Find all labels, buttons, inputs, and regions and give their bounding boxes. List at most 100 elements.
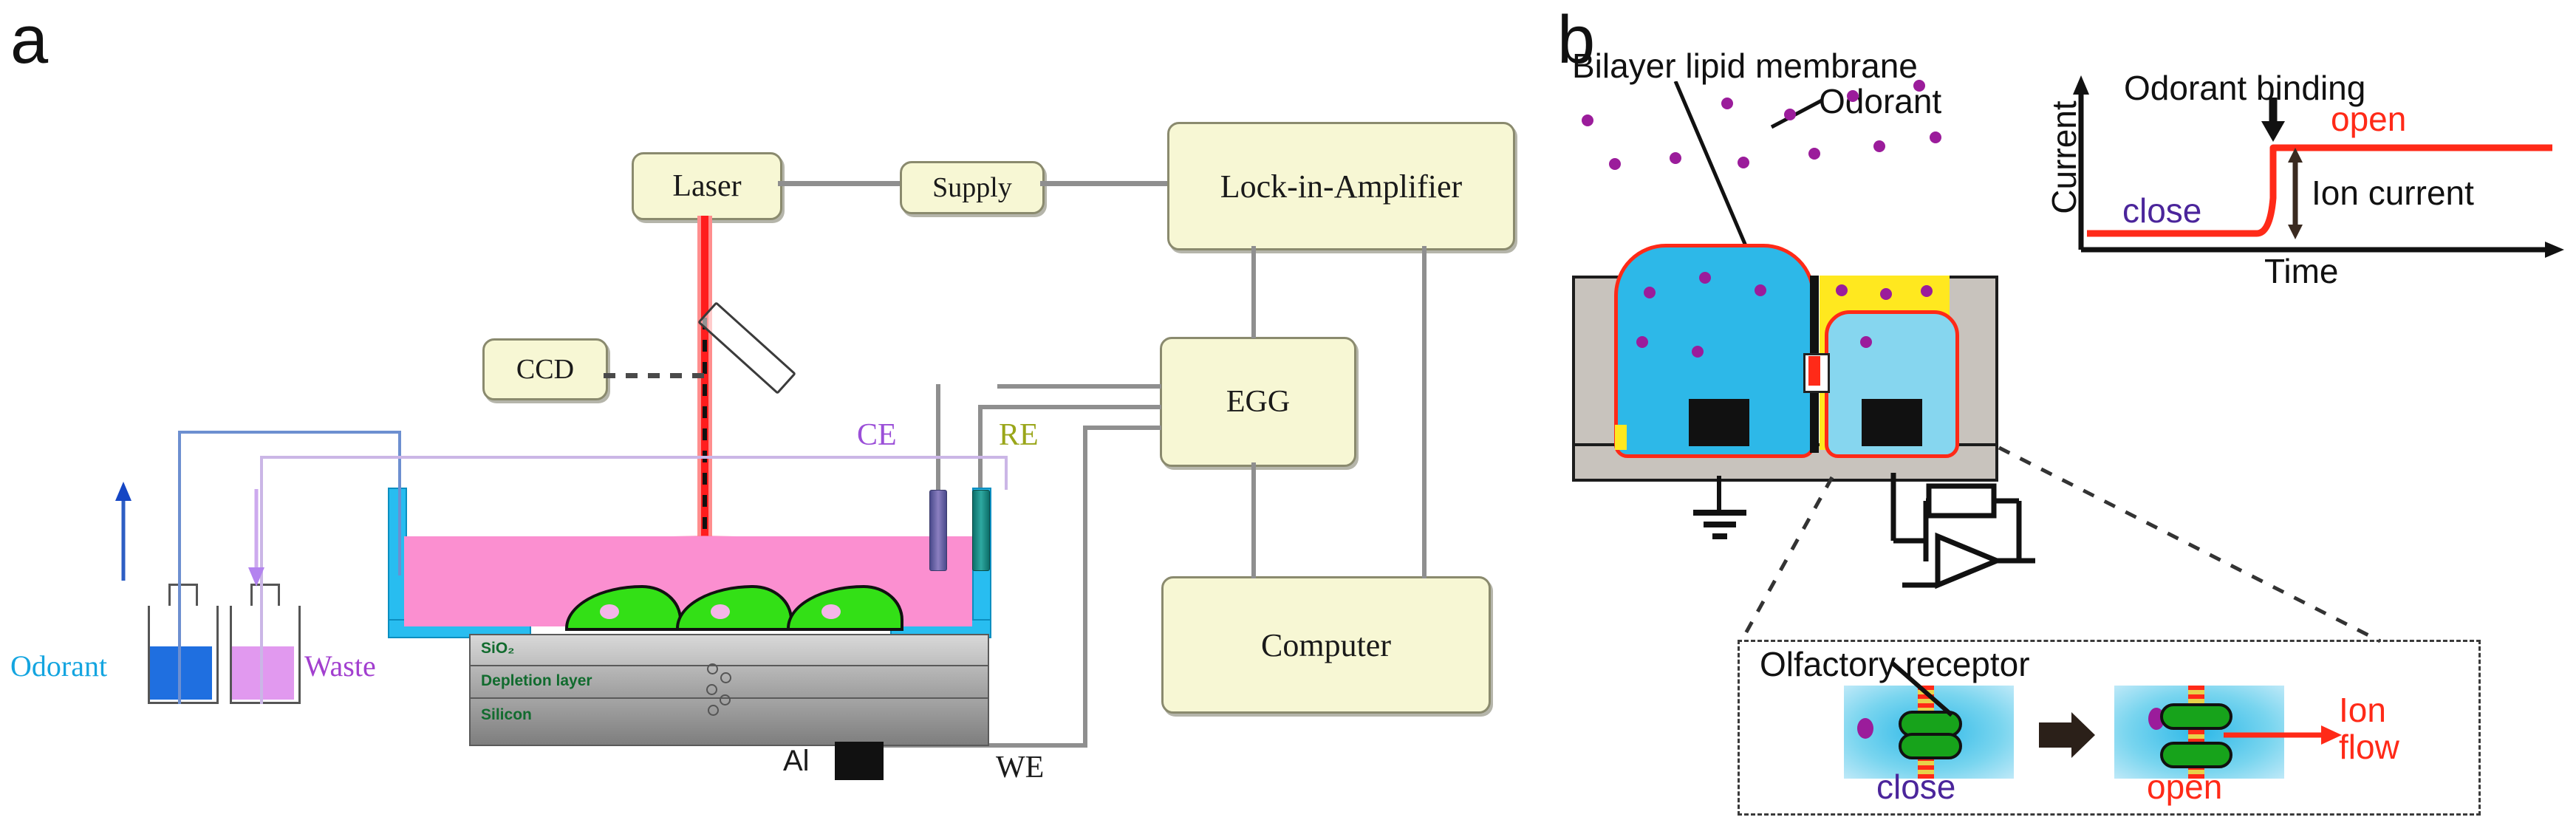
al-back-contact — [835, 742, 884, 780]
wire-supply-lockin — [1040, 181, 1167, 186]
wire-laser-supply — [778, 181, 900, 186]
computer-box[interactable]: Computer — [1161, 576, 1491, 714]
wire-we-egg — [1083, 426, 1161, 430]
odorant-dot — [1913, 80, 1925, 92]
odorant-dot — [1836, 284, 1848, 296]
odorant-dot — [1636, 336, 1648, 348]
al-label: Al — [783, 745, 810, 777]
olfactory-receptor-inset — [1738, 640, 2481, 816]
substrate-silicon-label: Silicon — [481, 706, 532, 723]
laser-label: Laser — [672, 169, 742, 203]
odorant-dot — [1692, 346, 1704, 358]
receptor-open-state — [2114, 686, 2284, 779]
receptor-subunit-top-open — [2160, 703, 2232, 730]
laser-box[interactable]: Laser — [632, 152, 782, 220]
supply-label: Supply — [932, 172, 1012, 203]
odorant-dot — [1609, 158, 1621, 170]
chart-open-label: open — [2331, 100, 2407, 138]
substrate-silicon-layer: Silicon — [469, 697, 989, 746]
receptor-closed-state — [1844, 686, 2014, 779]
odorant-dot — [1784, 109, 1796, 120]
ground-icon — [1692, 510, 1748, 546]
re-label: RE — [999, 418, 1039, 452]
panel-a-letter: a — [10, 2, 49, 78]
ion-flow-label-line1: Ion — [2339, 691, 2386, 729]
receptor-subunit-bottom-open — [2160, 742, 2232, 768]
computer-label: Computer — [1261, 626, 1391, 663]
reference-electrode[interactable] — [972, 490, 990, 571]
beam-splitter-mirror — [697, 301, 796, 394]
odorant-dot — [1860, 336, 1872, 348]
odorant-fluid — [150, 646, 212, 700]
laser-beam-axis-dash — [703, 318, 707, 539]
cell-3-nucleus — [821, 604, 841, 619]
electrode-right[interactable] — [1862, 399, 1922, 446]
odorant-label: Odorant — [10, 649, 108, 683]
receptor-leader-line — [1891, 662, 1953, 717]
tube-odorant-riser — [178, 431, 181, 704]
odorant-dot — [1721, 98, 1733, 109]
we-label: WE — [996, 751, 1045, 785]
waste-fluid — [232, 646, 294, 700]
odorant-dot — [1857, 718, 1873, 739]
tube-odorant-top — [178, 431, 401, 434]
tube-waste-top — [260, 456, 1008, 459]
bilayer-membrane-annotation: Bilayer lipid membrane — [1572, 47, 1918, 85]
substrate-depletion-layer: Depletion layer — [469, 665, 989, 700]
odorant-flow-arrow-icon — [112, 479, 134, 586]
inset-zoom-leaders — [1738, 445, 2382, 644]
cell-2-nucleus — [711, 604, 730, 619]
odorant-dot — [1847, 90, 1859, 102]
wire-ce-corner — [997, 384, 1002, 389]
receptor-open-label: open — [2147, 768, 2223, 806]
wire-lockin-egg — [1251, 246, 1256, 338]
odorant-dot — [1670, 152, 1681, 164]
ion-flow-arrow-icon — [2224, 725, 2342, 745]
cell-1-nucleus — [600, 604, 619, 619]
odorant-dot — [1873, 140, 1885, 152]
substrate-oxide-label: SiO₂ — [481, 640, 515, 657]
waste-label: Waste — [304, 649, 376, 683]
lockin-amplifier-box[interactable]: Lock-in-Amplifier — [1167, 122, 1515, 250]
tube-waste-riser — [260, 456, 263, 704]
odorant-leader-line — [1767, 98, 1826, 135]
chart-ion-current-label: Ion current — [2312, 174, 2474, 212]
chart-close-label: close — [2122, 191, 2202, 230]
ce-label: CE — [857, 418, 897, 452]
chart-xlabel: Time — [2264, 252, 2339, 290]
ion-flow-label-line2: flow — [2339, 728, 2399, 766]
odorant-dot — [1921, 285, 1933, 297]
odorant-dot — [1644, 287, 1656, 298]
odorant-dot — [1880, 288, 1892, 300]
counter-electrode[interactable] — [929, 490, 947, 571]
state-transition-arrow-icon — [2039, 711, 2097, 763]
supply-box[interactable]: Supply — [900, 161, 1045, 214]
ccd-box[interactable]: CCD — [482, 338, 608, 400]
receptor-close-label: close — [1876, 768, 1956, 806]
egg-label: EGG — [1226, 385, 1291, 419]
tube-odorant-drop — [398, 431, 401, 575]
charge-carriers — [706, 662, 735, 721]
electrode-left[interactable] — [1689, 399, 1749, 446]
odorant-dot — [1755, 284, 1766, 296]
waste-bottle-neck — [250, 584, 280, 609]
wire-we-vertical — [1083, 426, 1087, 748]
wire-egg-computer — [1251, 462, 1256, 578]
substrate-depletion-label: Depletion layer — [481, 672, 592, 689]
waste-flow-arrow-icon — [245, 489, 267, 593]
odorant-dot — [1808, 148, 1820, 160]
egg-box[interactable]: EGG — [1160, 337, 1356, 467]
receptor-subunit-bottom-closed — [1899, 733, 1962, 759]
wire-re-horizontal — [978, 405, 1045, 409]
odorant-dot — [1738, 157, 1749, 168]
chart-title: Odorant binding — [2124, 69, 2366, 107]
odorant-bottle-neck — [168, 584, 198, 609]
wire-ce-vertical — [936, 384, 940, 490]
ion-current-chart: Current Odorant binding close open Ion c… — [2035, 65, 2567, 290]
odorant-dot — [1699, 272, 1711, 284]
lipid-left-corner — [1615, 425, 1627, 450]
odorant-dot — [1582, 115, 1593, 126]
wire-lockin-computer — [1422, 246, 1427, 578]
ccd-optical-path — [604, 373, 714, 378]
